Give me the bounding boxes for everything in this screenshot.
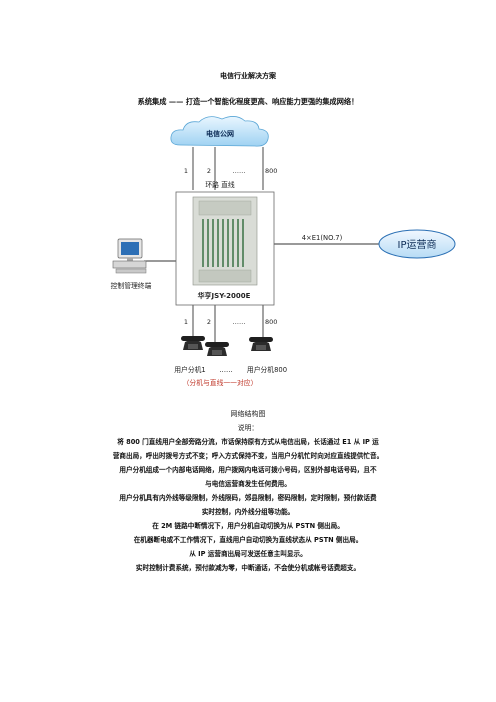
mapping-note: （分机与直线一一对应）: [183, 378, 258, 387]
trunk-label-dots: ……: [233, 167, 246, 175]
phone-icon: [249, 337, 273, 351]
user-label-dots: ……: [219, 366, 233, 374]
user-label-first: 用户分机1: [174, 365, 206, 374]
telecom-cloud: 电信公网: [170, 116, 269, 147]
ext-label-800: 800: [265, 318, 277, 326]
trunk-label-2: 2: [207, 167, 211, 175]
diagram-caption: 网络结构图: [230, 410, 266, 418]
body-line: 在机器断电或不工作情况下，直线用户自动切换为直线状态从 PSTN 侧出局。: [133, 536, 363, 544]
trunk-label-800: 800: [265, 167, 277, 175]
connection-lines: [144, 147, 385, 343]
doc-title: 电信行业解决方案: [220, 72, 276, 80]
network-diagram: 电信公网 1 2 …… 800 环路 直线 华亨JSY-2000E 控制管理终: [111, 116, 456, 387]
body-line: 营商出局，呼出时拨号方式不变；呼入方式保持不变，当用户分机忙时向对应直线提供忙音…: [112, 452, 384, 460]
cloud-label: 电信公网: [206, 129, 234, 138]
ip-label: IP运营商: [398, 238, 437, 251]
body-line: 在 2M 链路中断情况下，用户分机自动切换为从 PSTN 侧出局。: [152, 522, 344, 530]
doc-subtitle: 系统集成 —— 打造一个智能化程度更高、响应能力更强的集成网络！: [137, 97, 359, 106]
user-label-last: 用户分机800: [247, 365, 287, 374]
body-line: 从 IP 运营商出局可发送任意主叫显示。: [189, 550, 307, 558]
phone-icon: [205, 342, 229, 356]
ext-label-1: 1: [184, 318, 188, 326]
pbx-label: 华亨JSY-2000E: [198, 291, 251, 300]
phone-icon: [181, 336, 205, 350]
body-line: 实时控制，内外线分组等功能。: [201, 508, 295, 516]
ext-label-2: 2: [207, 318, 211, 326]
body-line: 用户分机具有内外线等级限制，外线限码，郊县限制，密码限制，定时限制，预付款话费: [119, 494, 377, 502]
pbx-cabinet: 华亨JSY-2000E: [175, 191, 275, 306]
pbx-card-rack: [202, 219, 244, 267]
explain-heading: 说明：: [237, 424, 259, 432]
ext-label-dots: ……: [233, 318, 246, 326]
body-line: 用户分机组成一个内部电话网络，用户拨网内电话可拨小号码，区别外部电话号码，且不: [119, 466, 377, 474]
relay-label: 环路 直线: [205, 180, 235, 189]
computer-icon: [112, 238, 147, 274]
terminal-label: 控制管理终端: [111, 281, 152, 290]
trunk-label-1: 1: [184, 167, 188, 175]
body-line: 与电信运营商发生任何费用。: [205, 480, 291, 488]
body-line: 实时控制计费系统，预付款减为零，中断通话，不会使分机或帐号话费超支。: [135, 564, 361, 572]
body-line: 将 800 门直线用户全部旁路分流，市话保持原有方式从电信出局，长话通过 E1 …: [117, 438, 379, 446]
link-label: 4×E1(NO.7): [302, 234, 343, 242]
ip-operator-node: IP运营商: [378, 229, 456, 259]
